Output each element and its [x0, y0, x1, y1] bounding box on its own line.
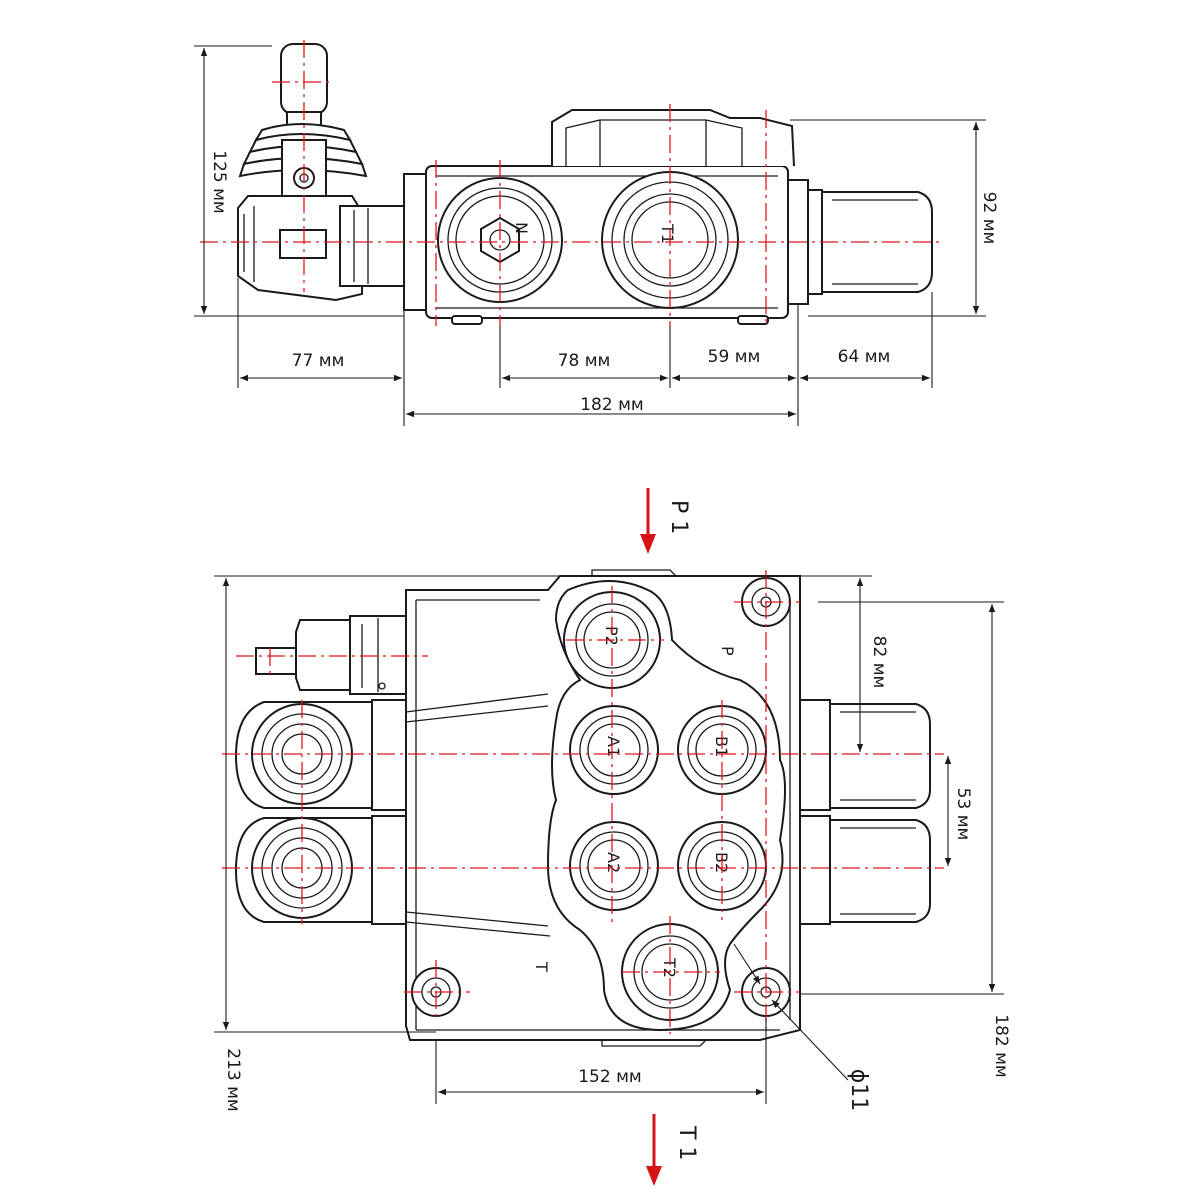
body-label-t: T: [532, 961, 551, 972]
dim-bolt-span-vertical: 182 мм: [991, 1014, 1011, 1078]
port-t2-label: T2: [660, 957, 679, 978]
dim-section-pitch: 53 мм: [953, 788, 973, 841]
valve-body-bottom: [405, 569, 801, 1047]
dim-height-right: 92 мм: [979, 192, 999, 245]
right-spool-cap-2: [799, 815, 931, 925]
dimensions-bottom: [214, 575, 1004, 1104]
top-view: N T1: [194, 40, 999, 426]
dim-lever-offset: 77 мм: [292, 351, 345, 371]
dim-body-length: 182 мм: [580, 395, 644, 415]
bottom-view: P 1 T 1: [214, 488, 1011, 1186]
flow-in-label: P 1: [666, 500, 691, 534]
port-a2-label: A2: [604, 852, 623, 873]
lever-handle: [238, 43, 368, 197]
port-n-label: N: [512, 222, 531, 234]
dim-port-spacing: 78 мм: [558, 351, 611, 371]
port-t1-label: T1: [658, 223, 677, 244]
port-a1: [569, 705, 659, 795]
lever-stub: [255, 615, 407, 695]
right-spool-cap-1: [799, 699, 931, 811]
dim-height-left: 125 мм: [209, 150, 229, 214]
port-a1-label: A1: [604, 736, 623, 757]
centerlines-bottom: [222, 570, 944, 1034]
port-a2: [569, 821, 659, 911]
lever-housing: [237, 195, 405, 302]
dimensions-top: [194, 45, 986, 426]
dim-height-total: 213 мм: [223, 1048, 243, 1112]
flow-arrow-in: [640, 488, 656, 554]
dim-p-to-section: 82 мм: [869, 636, 889, 689]
dim-bolt-span-horizontal: 152 мм: [578, 1067, 642, 1087]
flow-out-label: T 1: [674, 1125, 699, 1160]
dim-cap-length: 64 мм: [838, 347, 891, 367]
dim-bolt-hole: ϕ11: [846, 1069, 871, 1112]
flow-arrow-out: [646, 1114, 662, 1186]
port-p2-label: P2: [602, 626, 621, 646]
dim-port-to-end: 59 мм: [708, 347, 761, 367]
left-spool-cap-1: [234, 699, 407, 811]
centerlines-top: [200, 40, 942, 326]
left-spool-cap-2: [234, 815, 407, 925]
body-label-p: P: [718, 646, 737, 656]
